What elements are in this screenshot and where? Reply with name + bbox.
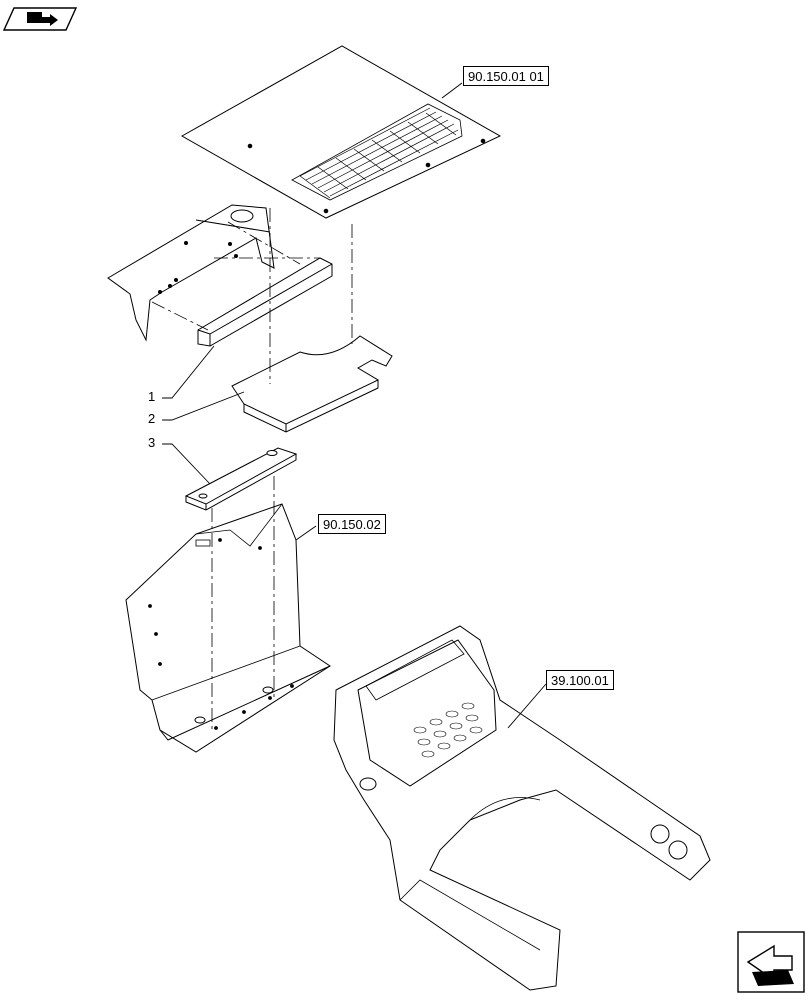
foam-strip: [197, 257, 333, 347]
roof-panel: [180, 45, 502, 219]
rear-panel: [125, 503, 331, 753]
reference-label-rear-panel[interactable]: 90.150.02: [318, 514, 386, 534]
mounting-plate: [184, 447, 298, 511]
callout-item-2: 2: [148, 411, 156, 426]
support-bracket: [107, 204, 275, 342]
reference-label-roof[interactable]: 90.150.01 01: [463, 66, 549, 86]
center-console: [333, 625, 711, 991]
callout-item-1: 1: [148, 389, 156, 404]
next-page-arrow-icon[interactable]: [737, 931, 805, 993]
book-arrow-icon[interactable]: [2, 7, 78, 31]
callout-leaders: [162, 345, 547, 729]
reference-label-console[interactable]: 39.100.01: [546, 670, 614, 690]
callout-item-3: 3: [148, 435, 156, 450]
alignment-lines: [151, 208, 353, 730]
insulation-mat: [231, 335, 393, 433]
